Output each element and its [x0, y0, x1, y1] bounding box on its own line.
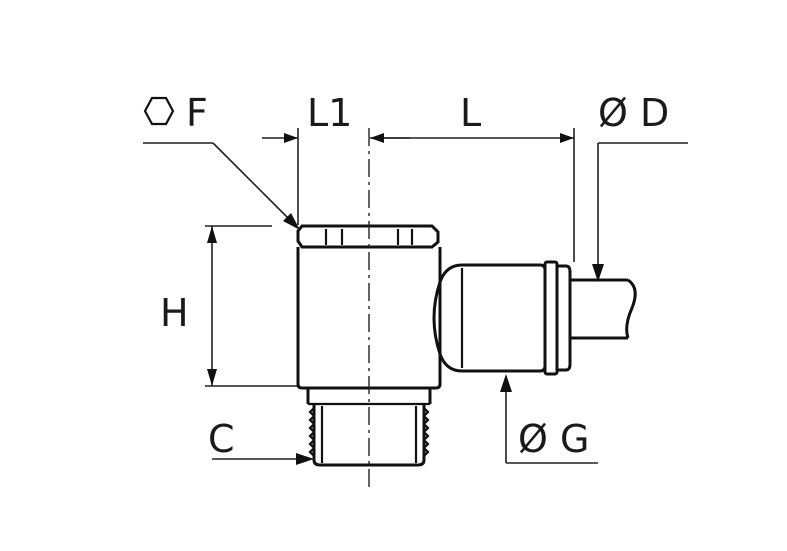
label-l: L [460, 91, 481, 135]
swivel-elbow [432, 263, 547, 373]
hex-nut [296, 224, 440, 249]
label-diameter-g: Ø G [518, 417, 589, 461]
label-diameter-d: Ø D [598, 91, 669, 135]
leader-c [212, 453, 314, 465]
dimension-l [384, 128, 575, 262]
hex-symbol-icon [143, 96, 175, 126]
dimension-diameter-g [500, 374, 598, 464]
label-h: H [160, 291, 189, 335]
dimension-h [205, 225, 298, 387]
label-c: C [208, 417, 235, 461]
release-collet [543, 260, 572, 376]
tube [570, 278, 637, 340]
dimension-l1 [262, 128, 410, 225]
label-hex-f: F [186, 91, 208, 135]
leader-hex-f [143, 142, 300, 230]
dimension-diameter-d [592, 142, 688, 282]
label-l1: L1 [307, 91, 352, 135]
threaded-shank [306, 388, 432, 467]
